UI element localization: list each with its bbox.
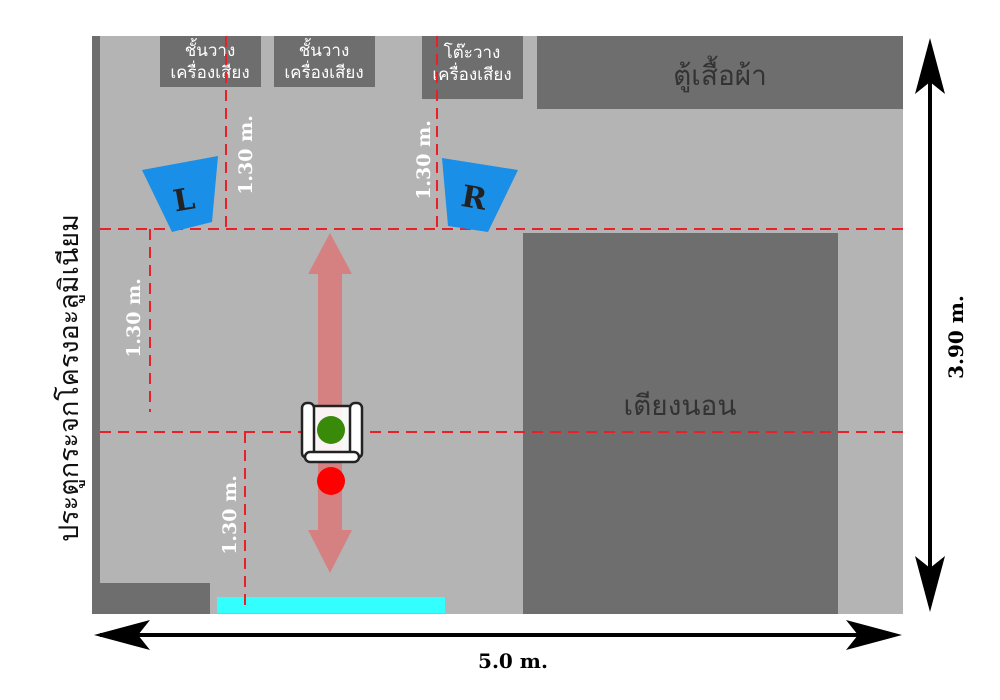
distance-label: 1.30 m. <box>123 278 145 358</box>
bed: เตียงนอน <box>523 233 838 614</box>
corner-block <box>100 583 210 614</box>
listener-position-dot <box>317 467 345 495</box>
shelf-1: ชั้นวาง เครื่องเสียง <box>160 36 261 87</box>
audio-table-line1: โต๊ะวาง <box>444 42 501 63</box>
left-wall <box>92 36 100 614</box>
wardrobe-label: ตู้เสื้อผ้า <box>673 55 767 93</box>
speaker-left: L <box>142 156 218 232</box>
arrowhead-icon <box>94 620 150 650</box>
arrowhead-icon <box>915 38 945 94</box>
audio-table-line2: เครื่องเสียง <box>432 62 511 85</box>
arrowhead-icon <box>915 556 945 612</box>
distance-label: 1.30 m. <box>219 475 241 555</box>
window <box>217 597 445 613</box>
glass-door-label: ประตูกระจกโครงอะลูมิเนียม <box>54 214 85 542</box>
shelf-1-line1: ชั้นวาง <box>185 38 236 61</box>
distance-label: 1.30 m. <box>413 120 435 200</box>
shelf-2-line2: เครื่องเสียง <box>284 60 363 83</box>
arrowhead-icon <box>846 620 902 650</box>
speaker-right: R <box>442 158 518 232</box>
room-depth-label: 3.90 m. <box>944 295 968 379</box>
shelf-2: ชั้นวาง เครื่องเสียง <box>274 36 375 87</box>
room-width-label: 5.0 m. <box>478 649 548 673</box>
audio-table: โต๊ะวาง เครื่องเสียง <box>422 36 523 99</box>
bed-label: เตียงนอน <box>624 389 737 422</box>
shelf-2-line1: ชั้นวาง <box>299 38 350 61</box>
wardrobe: ตู้เสื้อผ้า <box>537 36 903 109</box>
distance-label: 1.30 m. <box>235 115 257 195</box>
shelf-1-line2: เครื่องเสียง <box>170 60 249 83</box>
listener-head-dot <box>317 416 345 444</box>
